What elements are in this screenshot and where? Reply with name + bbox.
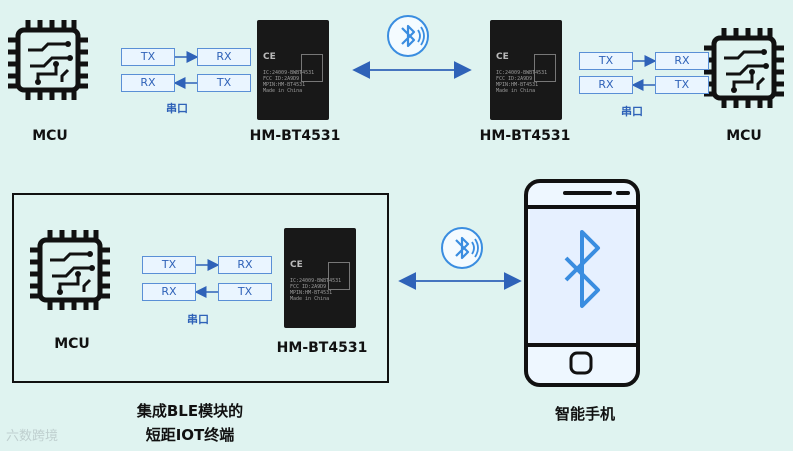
module-label: HM-BT4531 xyxy=(479,128,571,144)
ble-module-chip: CE IC:24009-BWBT4531 FCC ID:2A9D9 MPIN:H… xyxy=(284,228,356,328)
module-chip-text: IC:24009-BWBT4531 FCC ID:2A9D9 MPIN:HM-B… xyxy=(496,70,548,94)
module-chip-text: IC:24009-BWBT4531 FCC ID:2A9D9 MPIN:HM-B… xyxy=(263,70,315,94)
bluetooth-icon xyxy=(440,226,484,270)
tx-port: TX xyxy=(142,256,196,274)
bluetooth-icon xyxy=(386,14,430,58)
cpu-icon xyxy=(704,28,784,108)
terminal-caption-line2: 短距IOT终端 xyxy=(145,426,235,444)
module-chip-text: IC:24009-BWBT4531 FCC ID:2A9D9 MPIN:HM-B… xyxy=(290,278,342,302)
rx-port: RX xyxy=(197,48,251,66)
ce-mark: CE xyxy=(496,52,509,62)
rx-port: RX xyxy=(655,52,709,70)
mcu-label: MCU xyxy=(32,128,68,144)
ble-module-chip: CE IC:24009-BWBT4531 FCC ID:2A9D9 MPIN:H… xyxy=(257,20,329,120)
mcu-label: MCU xyxy=(726,128,762,144)
serial-label: 串口 xyxy=(187,313,209,326)
module-label: HM-BT4531 xyxy=(276,340,368,356)
ce-mark: CE xyxy=(290,260,303,270)
ce-mark: CE xyxy=(263,52,276,62)
phone-caption: 智能手机 xyxy=(554,405,615,423)
rx-port: RX xyxy=(142,283,196,301)
terminal-caption-line1: 集成BLE模块的 xyxy=(136,402,244,420)
tx-port: TX xyxy=(218,283,272,301)
watermark: 六数跨境 xyxy=(6,429,59,444)
module-label: HM-BT4531 xyxy=(249,128,341,144)
antenna-pattern xyxy=(534,54,556,82)
smartphone-icon xyxy=(524,179,640,387)
mcu-label: MCU xyxy=(54,336,90,352)
rx-port: RX xyxy=(218,256,272,274)
tx-port: TX xyxy=(655,76,709,94)
rx-port: RX xyxy=(121,74,175,92)
tx-port: TX xyxy=(197,74,251,92)
cpu-icon xyxy=(8,20,88,100)
rx-port: RX xyxy=(579,76,633,94)
serial-label: 串口 xyxy=(166,102,188,115)
tx-port: TX xyxy=(121,48,175,66)
tx-port: TX xyxy=(579,52,633,70)
antenna-pattern xyxy=(328,262,350,290)
antenna-pattern xyxy=(301,54,323,82)
iot-terminal-frame xyxy=(12,193,389,383)
serial-label: 串口 xyxy=(621,105,643,118)
ble-module-chip: CE IC:24009-BWBT4531 FCC ID:2A9D9 MPIN:H… xyxy=(490,20,562,120)
